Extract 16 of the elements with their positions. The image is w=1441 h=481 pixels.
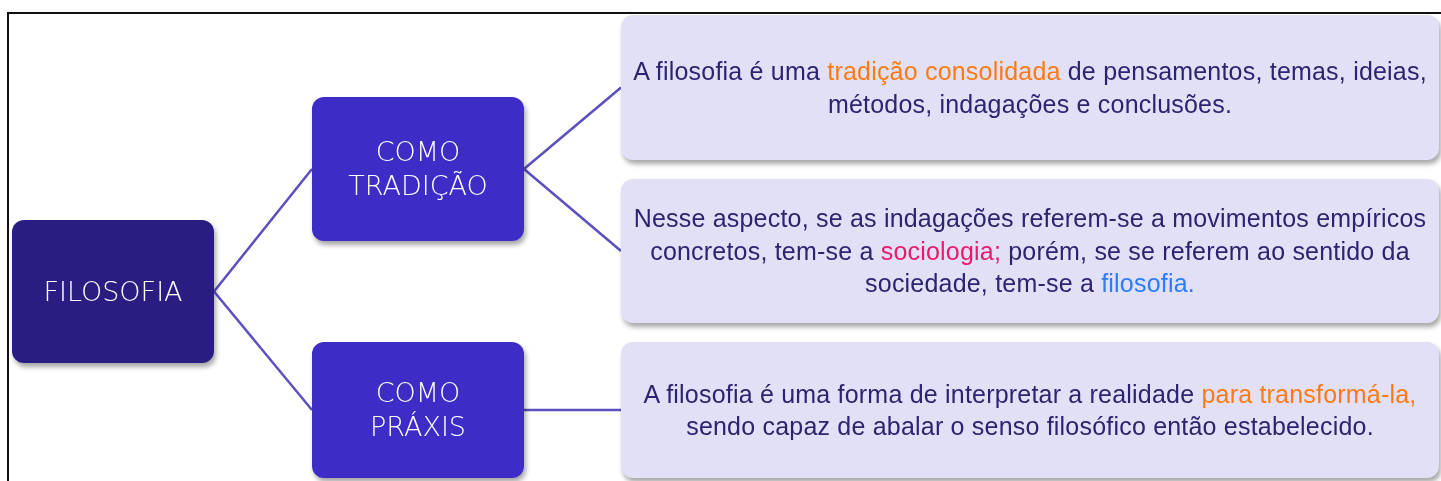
branch-box xyxy=(312,342,524,478)
concept-title: FILOSOFIA xyxy=(43,274,183,309)
description-text: Nesse aspecto, se as indagações referem-se a movimentos empíricos concretos, tem-se a sociologia; porém, se se referem ao sentido da sociedade, tem-se a filosofia. xyxy=(632,203,1428,300)
description-box xyxy=(621,342,1439,478)
connector-line xyxy=(523,86,622,170)
branch-box xyxy=(312,97,524,241)
connector-line xyxy=(213,168,313,293)
description-text: A filosofia é uma tradição consolidada de pensamentos, temas, ideias, métodos, indagações e conclusões. xyxy=(632,56,1428,120)
description-text: A filosofia é uma forma de interpretar a realidade para transformá-la, sendo capaz de abalar o senso filosófico então estabelecido. xyxy=(642,378,1418,442)
root-concept-box xyxy=(12,220,214,363)
branch-title: COMO PRÁXIS xyxy=(369,376,467,444)
connector-line xyxy=(213,290,313,411)
connector-line xyxy=(524,408,621,412)
description-box xyxy=(621,179,1439,323)
branch-title: COMO TRADIÇÃO xyxy=(348,135,488,203)
description-box xyxy=(621,15,1439,160)
